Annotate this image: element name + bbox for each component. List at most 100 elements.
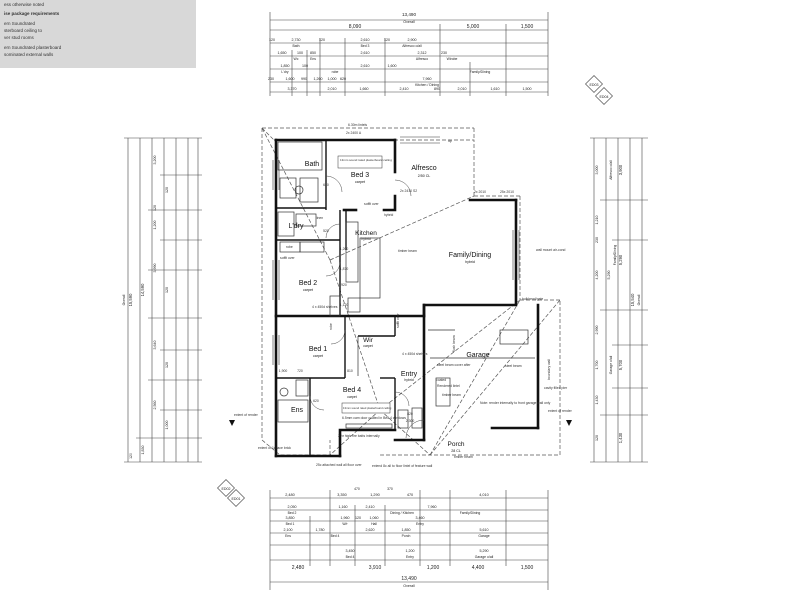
dim-bottom-row4-label: Bed 4 <box>331 534 340 538</box>
dim-bottom-seg2: 3,910 <box>369 565 382 571</box>
dim-right-label: Family/Dining <box>613 245 617 266</box>
dim-top-row2-label: Alfresco o/all <box>402 44 422 48</box>
dim-overall-top-label: Overall <box>403 20 415 24</box>
dim-bottom-row5: 5,290 <box>480 549 489 553</box>
dim-right-mid: 5,290 <box>618 254 623 265</box>
render-note: Note: render internally to front garage … <box>480 401 551 405</box>
room-label-bed3: Bed 3 <box>351 172 369 179</box>
dim-bottom-seg4: 4,400 <box>472 565 485 571</box>
dim-left-row: 3,200 <box>153 156 157 165</box>
cavity-pier-note: cavity filled pier <box>544 386 568 390</box>
dim-right-row: 4,200 <box>595 271 599 280</box>
dim-right-row: 1,430 <box>595 396 599 405</box>
room-label-bed1: Bed 1 <box>309 346 327 353</box>
dim-left-row: 3,990 <box>153 264 157 273</box>
down-pipe-label: dp <box>448 139 452 143</box>
dim-top-row3: 2,312 <box>418 51 427 55</box>
boundary-wall-note: boundary wall <box>547 359 551 380</box>
extent-render-note: extent of render <box>548 409 573 413</box>
lintel-note: 2x 2010 <box>474 190 486 194</box>
interior-dim: 520 <box>323 229 329 233</box>
interior-dim: 820 <box>407 412 413 416</box>
note-line: ess otherwise noted <box>4 2 45 7</box>
dim-left-row: 3,640 <box>153 341 157 350</box>
room-floor-bed1: carpet <box>313 354 323 358</box>
room-ceiling-alfresco: 2/50 CL <box>418 174 431 178</box>
room-floor-wir: carpet <box>363 344 372 348</box>
room-label-ens: Ens <box>291 407 304 414</box>
interior-dim: 1,870 <box>340 267 349 271</box>
dim-bottom-row2-label: Dining / Kitchen <box>390 511 414 515</box>
room-label-bed4: Bed 4 <box>343 387 361 394</box>
dim-bottom-row4: 2,100 <box>284 528 293 532</box>
dim-top-row5: 1,000 <box>328 77 337 81</box>
dim-bottom-row3: 1,960 <box>341 516 350 520</box>
bed4-note: 2 hr high fire batts internally <box>338 434 380 438</box>
dim-top-row3: 850 <box>310 51 316 55</box>
soffit-note: soffit over <box>396 312 400 328</box>
dim-left-overall: 15,590 <box>128 293 133 306</box>
dim-top-row6: 2,010 <box>458 87 467 91</box>
timber-beam-note: timber beam <box>442 393 461 397</box>
dim-top-row5: 7,960 <box>423 77 432 81</box>
room-ceiling-porch: 28 CL <box>451 449 461 453</box>
dim-left-bottom: 120 <box>129 453 133 459</box>
room-floor-entry: hybrid <box>404 378 413 382</box>
dim-bottom-row2-label: Bed 2 <box>288 511 297 515</box>
interior-dim: 1,900 <box>279 369 288 373</box>
flush-beam-note: flush beam <box>452 335 456 352</box>
dim-left-lower: 1,830 <box>141 446 145 455</box>
dim-top-row4: 1,600 <box>388 64 397 68</box>
sound-rated-note: 13mm sound rated plasterboard ceiling <box>340 158 392 162</box>
interior-dim: 620 <box>323 183 329 187</box>
dim-top-row4-label: L'dry <box>281 70 289 74</box>
note-line: sterboard ceiling to <box>4 28 43 33</box>
dim-left-row: 1,000 <box>165 421 169 430</box>
dim-right-overall-label: Overall <box>637 294 641 305</box>
dim-bottom-row4-label: Ens <box>285 534 291 538</box>
dim-bottom-row2: 7,960 <box>428 505 437 509</box>
interior-dim: 810 <box>347 369 353 373</box>
room-label-kitchen: Kitchen <box>355 230 377 237</box>
dim-top-row2-label: Bath <box>293 44 300 48</box>
extent-face-brick-note: extent of 1c face brick <box>258 446 291 450</box>
dim-top-seg1: 8,090 <box>349 24 362 30</box>
dim-overall-bottom-label: Overall <box>403 584 415 588</box>
room-label-entry: Entry <box>401 371 418 378</box>
dim-left-sub: 14,590 <box>140 283 145 296</box>
dim-top-row5-label: Kitchen / Dining <box>415 83 439 87</box>
dim-bottom-row1: 470 <box>354 487 360 491</box>
dim-right-label: Alfresco o/all <box>609 160 613 180</box>
dim-top-row3: 230 <box>441 51 447 55</box>
hybrid-note: hybrid <box>384 213 393 217</box>
robe-label: robe <box>329 323 333 330</box>
bed4-note: 6.5mm cam door coated in Bed 4 windows <box>342 416 406 420</box>
dim-bottom-row3-label: Hall <box>371 522 377 526</box>
dim-top-row3: 2,610 <box>361 51 370 55</box>
dim-bottom-row5: 3,450 <box>346 549 355 553</box>
interior-dim: 620 <box>313 399 319 403</box>
timber-beam-note: timber beam <box>398 249 417 253</box>
dim-left-row: 1,200 <box>153 221 157 230</box>
dim-bottom-row4: 1,850 <box>402 528 411 532</box>
linen-label: linen <box>316 216 323 220</box>
dim-bottom-row5-label: Bed 4 <box>346 555 355 559</box>
dim-bottom-seg3: 1,200 <box>427 565 440 571</box>
dim-right-row: 230 <box>595 237 599 243</box>
dim-top-row2-label: Bed 3 <box>361 44 370 48</box>
note-line: sominated external walls <box>4 52 54 57</box>
steel-beam-note: steel beam <box>505 364 522 368</box>
dim-top-row5: 1,600 <box>286 77 295 81</box>
dim-bottom-row1: 470 <box>407 493 413 497</box>
dim-top-row5: 230 <box>268 77 274 81</box>
dim-top-row5: 620 <box>340 77 346 81</box>
note-line: ern Soundrated plasterboard <box>4 45 62 50</box>
dim-right-row: 120 <box>595 435 599 441</box>
dim-bottom-row1: 1,290 <box>370 493 380 497</box>
dim-bottom-row3-label: Bed 1 <box>286 522 295 526</box>
dim-left-row: 2,560 <box>153 401 157 410</box>
dim-top-row3-label: Wirobe <box>447 57 458 61</box>
room-label-ldry: L'dry <box>289 223 304 230</box>
dim-bottom-row4-label: Garage <box>478 534 489 538</box>
dim-top-row2: 120 <box>384 38 390 42</box>
